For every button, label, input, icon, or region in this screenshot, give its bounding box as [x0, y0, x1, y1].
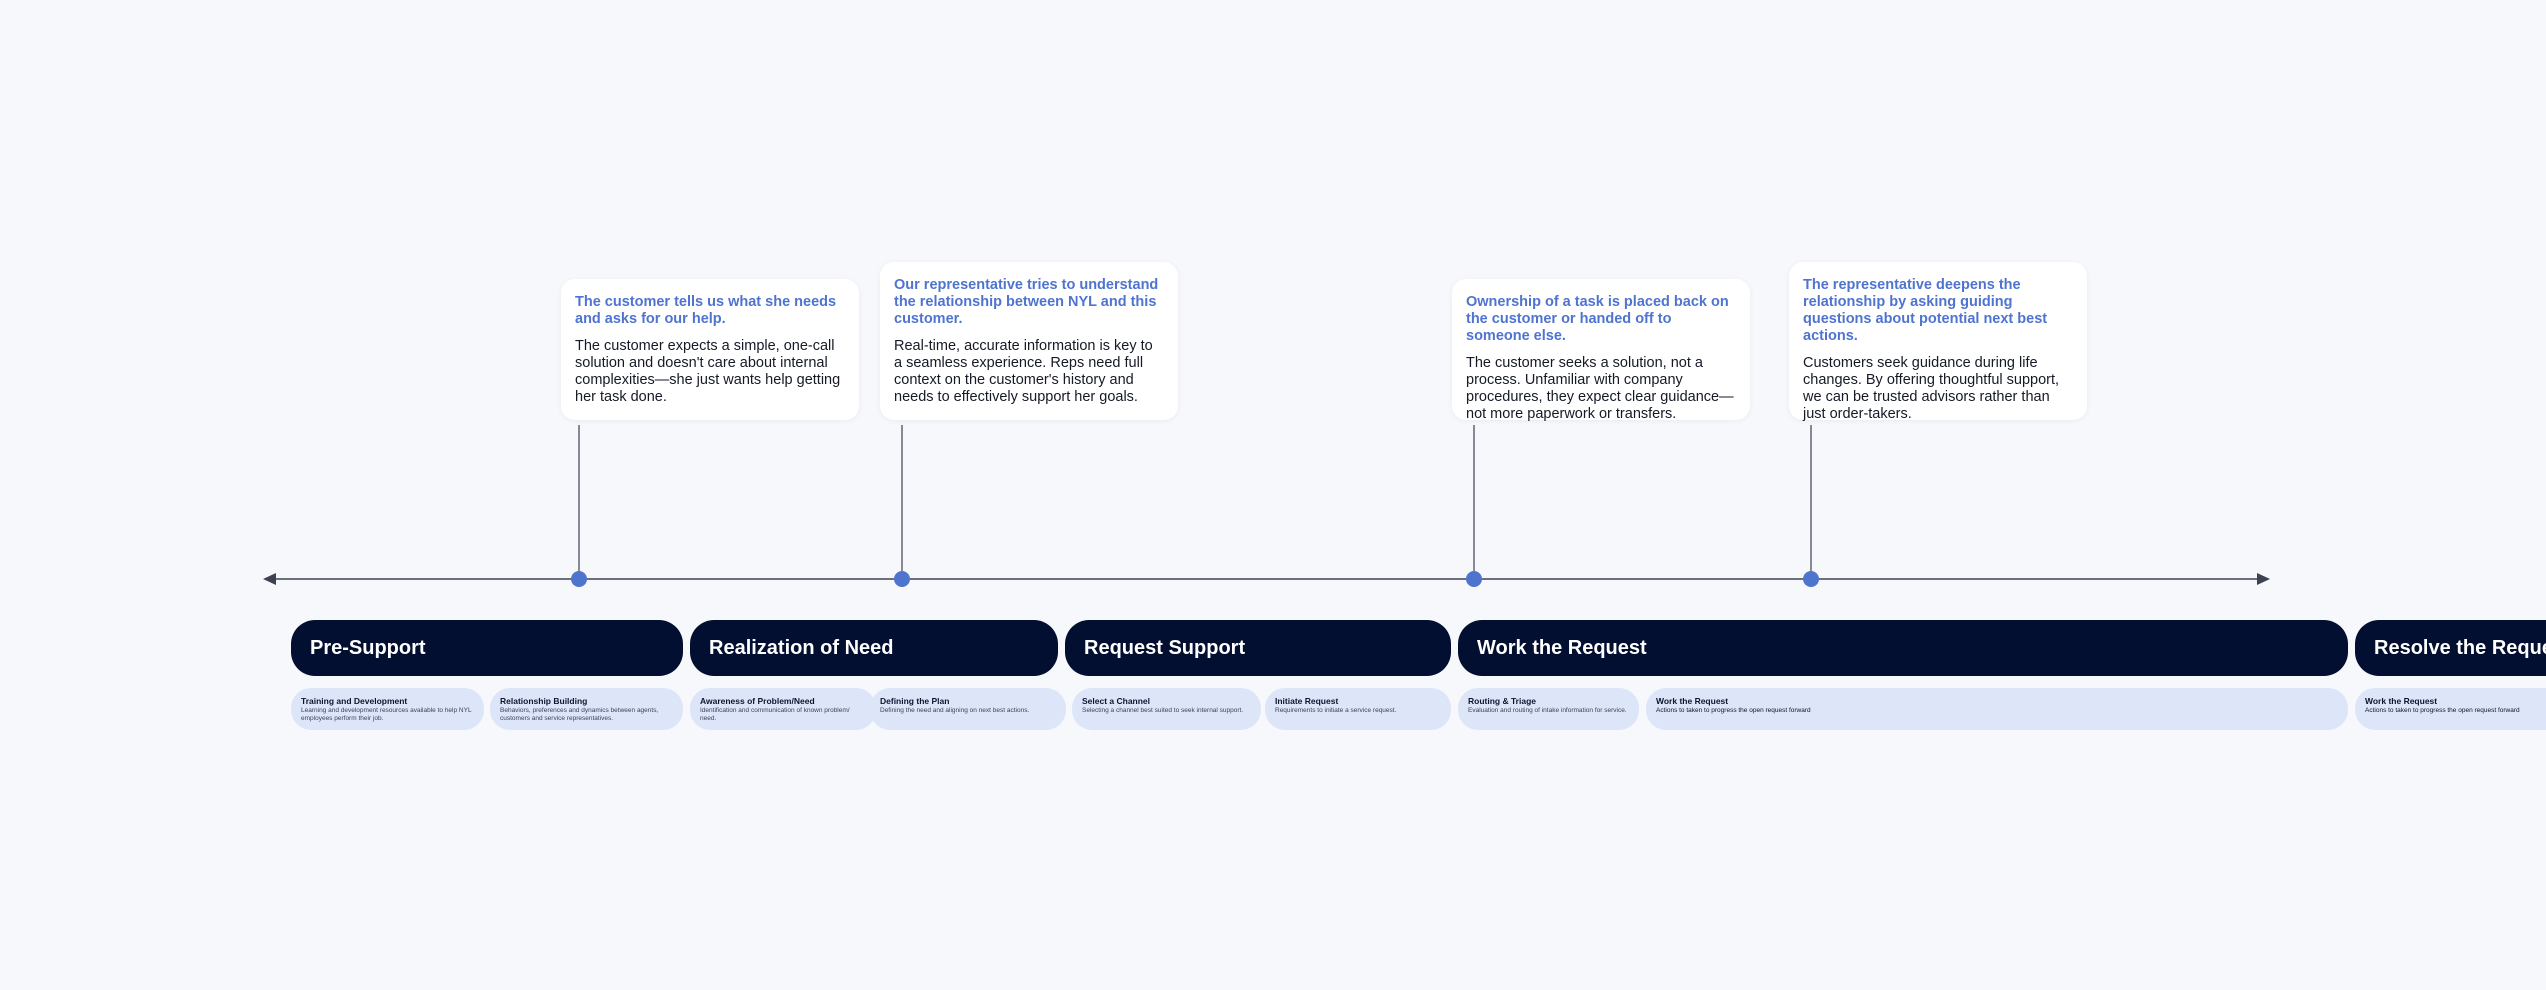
callout-body: The customer expects a simple, one-call …: [575, 338, 841, 405]
step-defining-the-plan[interactable]: Defining the Plan Defining the need and …: [870, 688, 1066, 730]
callout-heading: The representative deepens the relations…: [1803, 277, 2048, 344]
timeline-marker-1[interactable]: [571, 571, 587, 587]
step-description: Selecting a channel best suited to seek …: [1082, 707, 1244, 714]
callout-card-3: Ownership of a task is placed back on th…: [1452, 279, 1750, 422]
callout-heading: Ownership of a task is placed back on th…: [1466, 294, 1729, 344]
callout-card-2: Our representative tries to understand t…: [880, 262, 1178, 420]
step-relationship-building[interactable]: Relationship Building Behaviors, prefere…: [490, 688, 683, 730]
step-description: Identification and communication of know…: [700, 707, 850, 722]
step-title: Routing & Triage: [1468, 696, 1536, 706]
callout-heading: The customer tells us what she needs and…: [575, 294, 837, 327]
step-title: Work the Request: [2365, 696, 2438, 706]
step-title: Awareness of Problem/Need: [700, 696, 815, 706]
step-title: Work the Request: [1656, 696, 1729, 706]
step-description: Actions to taken to progress the open re…: [2365, 707, 2520, 714]
callout-body: Customers seek guidance during life chan…: [1803, 355, 2060, 422]
step-awareness-of-problem[interactable]: Awareness of Problem/Need Identification…: [690, 688, 876, 730]
timeline-arrow-right: [2257, 573, 2270, 585]
phase-realization-of-need[interactable]: Realization of Need: [690, 620, 1058, 676]
step-training-and-development[interactable]: Training and Development Learning and de…: [291, 688, 484, 730]
callout-body: The customer seeks a solution, not a pro…: [1466, 355, 1734, 422]
step-title: Defining the Plan: [880, 696, 950, 706]
timeline-marker-3[interactable]: [1466, 571, 1482, 587]
step-description: Evaluation and routing of intake informa…: [1468, 707, 1627, 714]
step-initiate-request[interactable]: Initiate Request Requirements to initiat…: [1265, 688, 1451, 730]
callout-card-4: The representative deepens the relations…: [1789, 262, 2087, 422]
step-description: Defining the need and aligning on next b…: [880, 707, 1030, 714]
step-work-the-request[interactable]: Work the Request Actions to taken to pro…: [1646, 688, 2348, 730]
step-description: Actions to taken to progress the open re…: [1656, 707, 1811, 714]
timeline-marker-2[interactable]: [894, 571, 910, 587]
callout-card-1: The customer tells us what she needs and…: [561, 279, 859, 420]
step-description: Requirements to initiate a service reque…: [1275, 707, 1397, 714]
phase-pre-support[interactable]: Pre-Support: [291, 620, 683, 676]
timeline-marker-4[interactable]: [1803, 571, 1819, 587]
step-title: Initiate Request: [1275, 696, 1339, 706]
step-select-a-channel[interactable]: Select a Channel Selecting a channel bes…: [1072, 688, 1261, 730]
step-work-the-request-resolve[interactable]: Work the Request Actions to taken to pro…: [2355, 688, 2546, 730]
step-title: Training and Development: [301, 696, 408, 706]
step-description: Learning and development resources avail…: [301, 707, 472, 722]
phase-request-support[interactable]: Request Support: [1065, 620, 1451, 676]
phase-work-the-request[interactable]: Work the Request: [1458, 620, 2348, 676]
callout-body: Real-time, accurate information is key t…: [894, 338, 1153, 405]
phase-resolve-the-request[interactable]: Resolve the Reque: [2355, 620, 2546, 676]
callout-heading: Our representative tries to understand t…: [894, 277, 1159, 327]
step-title: Select a Channel: [1082, 696, 1151, 706]
step-routing-and-triage[interactable]: Routing & Triage Evaluation and routing …: [1458, 688, 1639, 730]
step-title: Relationship Building: [500, 696, 588, 706]
step-description: Behaviors, preferences and dynamics betw…: [500, 707, 659, 722]
timeline-arrow-left: [263, 573, 276, 585]
